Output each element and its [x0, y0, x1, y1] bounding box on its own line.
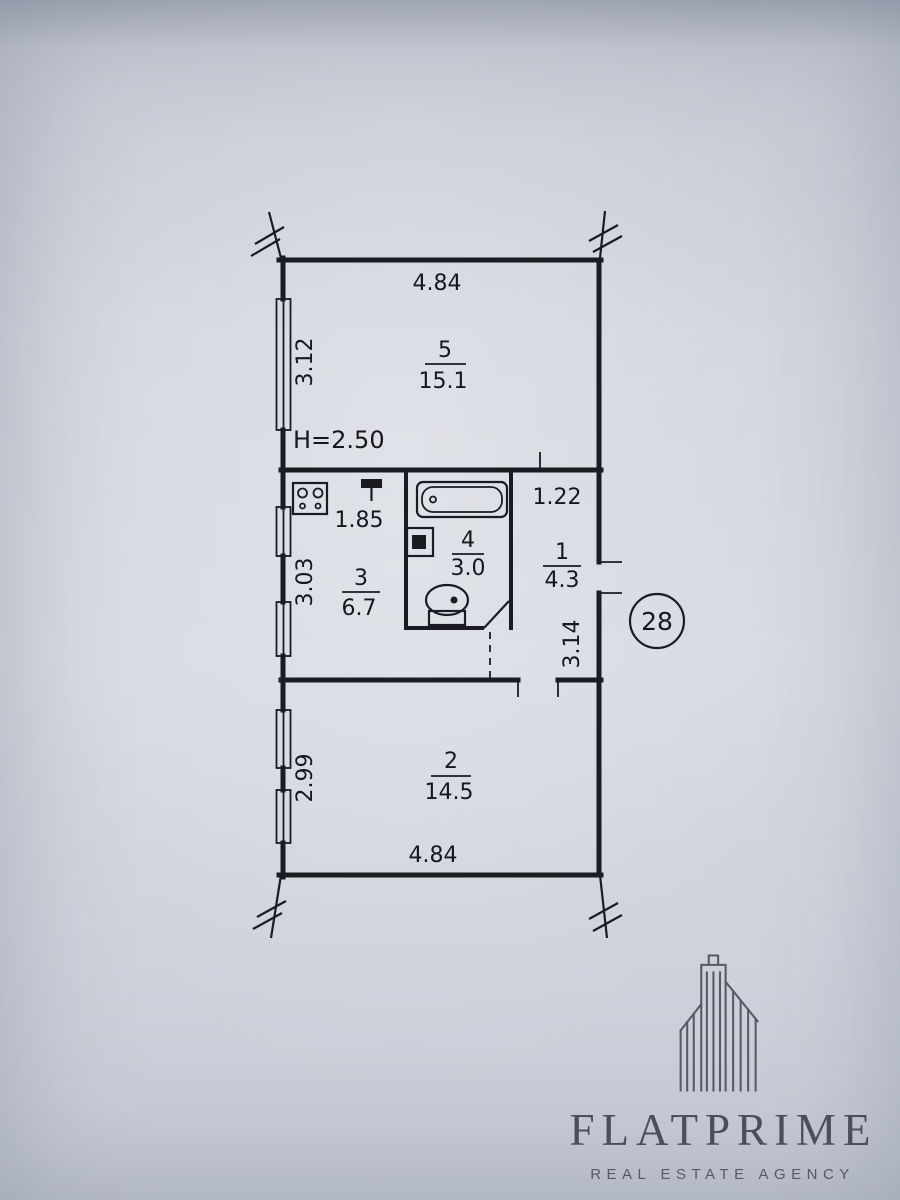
- agency-logo: FLATPRIME REAL ESTATE AGENCY: [552, 948, 888, 1183]
- room4-number: 4: [461, 528, 475, 553]
- wall-break-marks: [250, 210, 623, 939]
- dim-kitchen-width: 1.85: [335, 508, 384, 533]
- dim-kitchen-depth: 3.03: [293, 558, 318, 607]
- room3-number: 3: [354, 566, 368, 591]
- badge-circle: [628, 592, 686, 650]
- bathroom-door-leaf: [483, 600, 510, 629]
- entry-door-ticks: [599, 561, 622, 594]
- room1-area: 4.3: [545, 568, 580, 593]
- room-number-underlines: [342, 363, 581, 777]
- dim-hall-depth: 3.14: [560, 620, 585, 669]
- room2-area: 14.5: [425, 780, 474, 805]
- room2-number: 2: [444, 749, 458, 774]
- window-symbols: [275, 298, 292, 844]
- agency-tagline: REAL ESTATE AGENCY: [590, 1166, 855, 1183]
- room3-area: 6.7: [342, 596, 377, 621]
- building-icon: [679, 954, 759, 1092]
- room5-number: 5: [438, 338, 452, 363]
- apartment-number-label: 28: [641, 607, 673, 636]
- dim-hall-width: 1.22: [533, 485, 582, 510]
- dim-room5-depth: 3.12: [293, 338, 318, 387]
- room4-area: 3.0: [451, 556, 486, 581]
- washbasin-icon: [405, 526, 435, 558]
- room1-number: 1: [555, 540, 569, 565]
- dim-top-width: 4.84: [413, 271, 462, 296]
- dim-room2-depth: 2.99: [293, 754, 318, 803]
- interior-walls: [278, 452, 604, 697]
- apartment-number-badge: 28: [628, 592, 686, 650]
- bathtub-icon: [415, 480, 509, 519]
- stove-icon: [291, 481, 329, 516]
- dim-bottom-width: 4.84: [409, 843, 458, 868]
- toilet-icon: [424, 583, 470, 627]
- kitchen-sink-icon: [361, 479, 382, 501]
- agency-name: FLATPRIME: [569, 1105, 878, 1155]
- ceiling-height-note: H=2.50: [293, 426, 385, 454]
- room5-area: 15.1: [419, 369, 468, 394]
